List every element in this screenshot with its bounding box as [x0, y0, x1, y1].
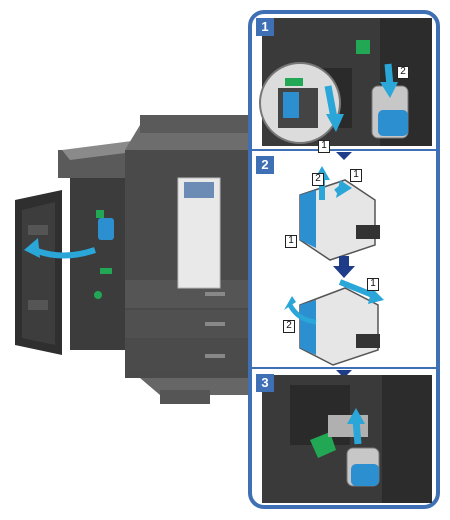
callout-tag: 1 [350, 169, 362, 182]
step-divider-arrow-icon [336, 370, 352, 378]
step-3-badge: 3 [256, 374, 274, 392]
step-3-illustration [262, 375, 432, 503]
rotate-arrow-icon [287, 303, 317, 325]
step-3-cartridge [351, 464, 379, 486]
next-arrow-icon [339, 256, 349, 268]
step-3-green-lever [310, 432, 336, 458]
touch-screen [184, 182, 214, 198]
step-1-badge: 1 [256, 18, 274, 36]
green-lever [100, 268, 112, 274]
callout-tag: 1 [367, 278, 379, 291]
callout-tag: 2 [283, 320, 295, 333]
callout-tag: 2 [312, 173, 324, 186]
step-1-illustration [259, 18, 432, 146]
callout-tag: 1 [318, 140, 330, 153]
slide-arrow-icon [338, 279, 377, 299]
step-divider-arrow-icon [336, 152, 352, 160]
finisher-body [70, 175, 130, 350]
step-1-cartridge [378, 110, 408, 136]
staple-cartridge-location [98, 218, 114, 240]
step-2-badge: 2 [256, 156, 274, 174]
case-clip-blue [300, 190, 316, 248]
push-down-arrow-icon [324, 85, 338, 119]
step-2-illustration [284, 166, 384, 366]
document-feeder [140, 115, 250, 133]
callout-tag: 1 [285, 235, 297, 248]
callout-tag: 2 [397, 66, 409, 79]
